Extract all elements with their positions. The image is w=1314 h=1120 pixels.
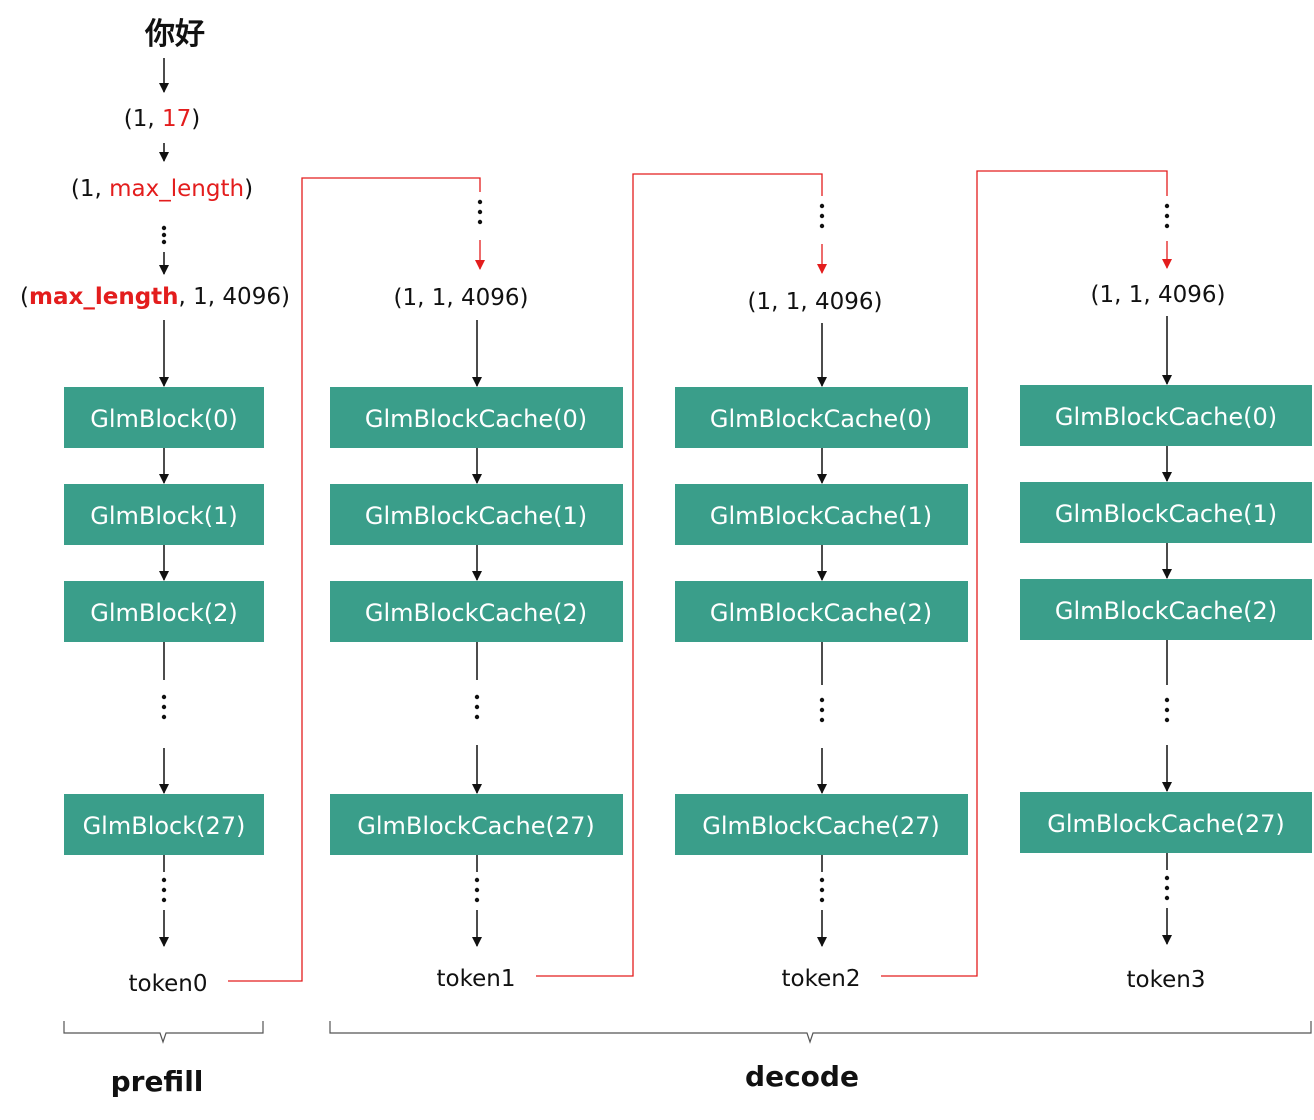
ellipsis-dots	[1164, 203, 1170, 229]
decode-1-shape: (1, 1, 4096)	[394, 285, 529, 311]
decode-1-block-1	[330, 484, 623, 545]
prefill-block-0	[64, 387, 264, 448]
decode-2-block-27-label: GlmBlockCache(27)	[702, 812, 939, 840]
decode-3-block-0-label: GlmBlockCache(0)	[1055, 403, 1277, 431]
decode-3-block-0	[1020, 385, 1312, 446]
ellipsis-dots	[161, 694, 167, 720]
decode-brace	[329, 1021, 1312, 1044]
decode-1-block-0	[330, 387, 623, 448]
feedback-connector-token2	[881, 170, 1172, 977]
decode-label: decode	[745, 1060, 859, 1093]
decode-2-block-2-label: GlmBlockCache(2)	[710, 599, 932, 627]
prefill-block-1-label: GlmBlock(1)	[90, 502, 238, 530]
prefill-block-0-label: GlmBlock(0)	[90, 405, 238, 433]
ellipsis-dots	[1164, 697, 1170, 723]
prefill-label: prefill	[111, 1065, 204, 1098]
prefill-block-2-label: GlmBlock(2)	[90, 599, 238, 627]
ellipsis-dots	[161, 225, 167, 245]
ellipsis-dots	[474, 694, 480, 720]
input-text: 你好	[144, 17, 205, 52]
decode-2-block-1-label: GlmBlockCache(1)	[710, 502, 932, 530]
decode-2-block-27	[675, 794, 968, 855]
feedback-connector-token0	[228, 177, 485, 982]
decode-3-block-27	[1020, 792, 1312, 853]
ellipsis-dots	[819, 697, 825, 723]
decode-1-block-2	[330, 581, 623, 642]
decode-2-block-0	[675, 387, 968, 448]
decode-3-shape: (1, 1, 4096)	[1091, 282, 1226, 308]
decode-2-block-1	[675, 484, 968, 545]
feedback-connector-token1	[536, 173, 827, 977]
ellipsis-dots	[161, 877, 167, 903]
prefill-token: token0	[129, 971, 208, 997]
decode-3-block-27-label: GlmBlockCache(27)	[1047, 810, 1284, 838]
decode-3-block-1-label: GlmBlockCache(1)	[1055, 500, 1277, 528]
ellipsis-dots	[474, 877, 480, 903]
ellipsis-dots	[477, 199, 483, 225]
decode-3-block-1	[1020, 482, 1312, 543]
prefill-brace	[63, 1021, 264, 1044]
decode-1-block-27	[330, 794, 623, 855]
input-shape-2: (1, max_length)	[71, 176, 253, 202]
decode-1-token: token1	[437, 966, 516, 992]
decode-1-block-27-label: GlmBlockCache(27)	[357, 812, 594, 840]
decode-3-block-2-label: GlmBlockCache(2)	[1055, 597, 1277, 625]
decode-2-block-2	[675, 581, 968, 642]
prefill-block-2	[64, 581, 264, 642]
decode-1-block-1-label: GlmBlockCache(1)	[365, 502, 587, 530]
ellipsis-dots	[1164, 875, 1170, 901]
ellipsis-dots	[819, 203, 825, 229]
input-shape-1: (1, 17)	[124, 106, 201, 132]
prefill-block-27	[64, 794, 264, 855]
decode-2-shape: (1, 1, 4096)	[748, 289, 883, 315]
decode-1-block-0-label: GlmBlockCache(0)	[365, 405, 587, 433]
decode-3-block-2	[1020, 579, 1312, 640]
decode-2-token: token2	[782, 966, 861, 992]
decode-1-block-2-label: GlmBlockCache(2)	[365, 599, 587, 627]
input-shape-3: (max_length, 1, 4096)	[20, 284, 290, 310]
prefill-block-27-label: GlmBlock(27)	[83, 812, 246, 840]
decode-3-token: token3	[1127, 967, 1206, 993]
ellipsis-dots	[819, 877, 825, 903]
prefill-block-1	[64, 484, 264, 545]
decode-2-block-0-label: GlmBlockCache(0)	[710, 405, 932, 433]
